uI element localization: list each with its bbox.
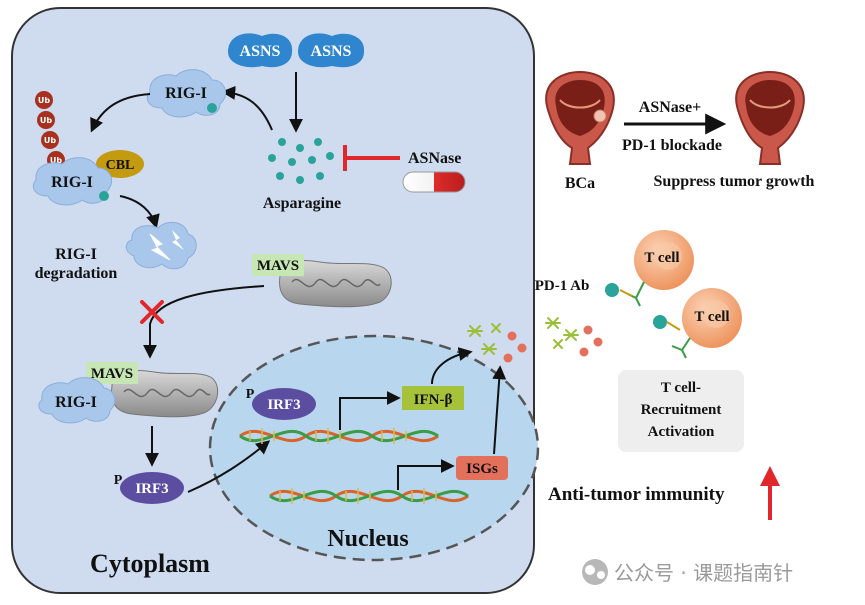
ub-label-4: Ub — [50, 156, 62, 165]
isgs-label: ISGs — [466, 461, 498, 477]
irf3-nuc-label: IRF3 — [267, 397, 300, 413]
asnase-plus-label: ASNase+ — [639, 99, 701, 116]
cytokines-right — [545, 317, 603, 357]
cytokines — [467, 323, 527, 363]
arrow-dna-to-isgs — [397, 459, 455, 490]
cytoplasm-label: Cytoplasm — [90, 549, 210, 578]
mavs-bottom-label: MAVS — [91, 366, 133, 382]
lightning-icon — [149, 233, 171, 261]
recruit-line1: T cell- — [661, 380, 701, 396]
recruit-line2: Recruitment — [641, 402, 722, 418]
asparagine-label: Asparagine — [263, 195, 341, 212]
pd1-blockade-label: PD-1 blockade — [622, 137, 722, 154]
degradation-label-line2: degradation — [35, 265, 118, 282]
nucleus-label: Nucleus — [327, 526, 408, 552]
ifnb-box — [402, 386, 464, 410]
rigi-bottom: RIG-I — [38, 377, 116, 424]
arrow-isgs-secretion — [492, 365, 507, 455]
arrow-ifnb-secretion — [431, 347, 473, 385]
ub-label-3: Ub — [44, 136, 56, 145]
isgs-box — [456, 456, 508, 480]
ub-label-1: Ub — [38, 96, 50, 105]
pd1-antibody-2 — [653, 315, 681, 331]
recruit-line3: Activation — [648, 424, 715, 440]
bladder-healthy-icon — [735, 70, 805, 165]
asnase-pill — [402, 171, 466, 193]
arrow-irf3-to-nucleus — [187, 440, 271, 493]
watermark: 公众号 · 课题指南针 — [582, 559, 793, 585]
arrow-rigi-to-ub — [90, 93, 151, 133]
arrow-mavs-to-complex — [143, 285, 265, 359]
bladder-tumor-icon — [545, 70, 615, 165]
blocked-cross-icon — [140, 300, 164, 324]
arrow-asparagine-to-rigi — [221, 85, 273, 131]
mitochondrion-top — [279, 260, 392, 308]
mavs-top-tag — [252, 254, 304, 276]
rigi-bottom-label: RIG-I — [55, 394, 97, 411]
degradation-label-line1: RIG-I — [55, 246, 97, 263]
rigi-top-label: RIG-I — [165, 85, 207, 102]
asns-label-2: ASNS — [311, 43, 352, 60]
dna-helix-upper — [239, 428, 439, 444]
tcell-2-label: T cell — [694, 309, 729, 325]
irf3-nucleus — [252, 388, 316, 420]
asns-label-1: ASNS — [240, 43, 281, 60]
arrow-dna-to-ifnb — [339, 391, 401, 430]
irf3-cyto-label: IRF3 — [135, 481, 168, 497]
mavs-bottom-tag — [86, 362, 138, 384]
arrow-to-degradation — [119, 195, 160, 229]
asns-protein-1: ASNS — [228, 33, 293, 68]
degradation-blob — [125, 221, 197, 270]
pd1-antibody-1 — [605, 283, 633, 297]
anti-tumor-label: Anti-tumor immunity — [548, 484, 725, 505]
ifnb-label: IFN-β — [414, 392, 453, 408]
tcell-1-label: T cell — [644, 250, 679, 266]
ub-label-2: Ub — [40, 116, 52, 125]
tcell-1: T cell — [627, 230, 694, 307]
asparagine-molecules — [268, 138, 334, 184]
asnase-label: ASNase — [408, 150, 461, 167]
mavs-top-label: MAVS — [257, 258, 299, 274]
watermark-text: 公众号 · 课题指南针 — [614, 561, 793, 585]
rigi-ub-label: RIG-I — [51, 174, 93, 191]
recruitment-box — [618, 370, 744, 452]
irf3-cytoplasm — [120, 472, 184, 504]
dna-helix-lower — [269, 488, 469, 504]
asns-protein-2: ASNS — [298, 33, 365, 68]
cbl-label: CBL — [106, 158, 135, 173]
suppress-label: Suppress tumor growth — [654, 173, 815, 190]
mitochondrion-bottom — [111, 370, 219, 418]
tcell-2: T cell — [671, 288, 742, 359]
phospho-label-nuc: P — [246, 387, 255, 402]
phospho-label-cyto: P — [114, 473, 123, 488]
bca-label: BCa — [565, 175, 595, 192]
pd1-ab-label: PD-1 Ab — [535, 278, 590, 294]
rigi-top: RIG-I — [146, 69, 227, 118]
rigi-ubiquitinated: RIG-I — [32, 157, 113, 206]
